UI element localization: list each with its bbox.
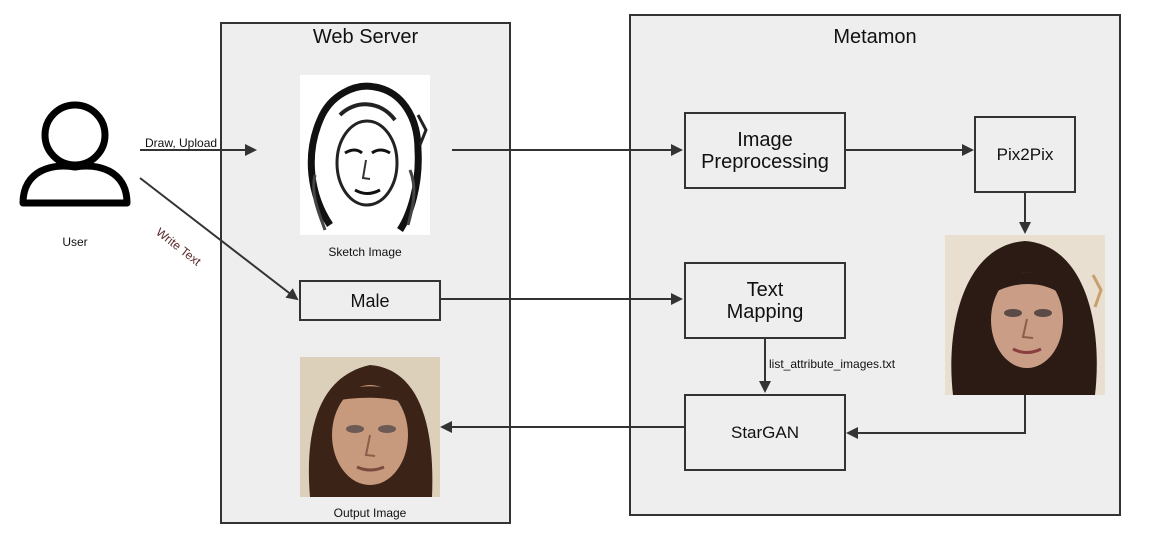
pix2pix-label: Pix2Pix — [996, 144, 1054, 164]
output-image-caption: Output Image — [333, 506, 407, 520]
metamon-title: Metamon — [833, 26, 917, 48]
web-server-title: Web Server — [312, 26, 419, 48]
pix2pix-box: Pix2Pix — [974, 116, 1076, 193]
image-preprocessing-box: Image Preprocessing — [684, 112, 846, 189]
user-icon — [19, 101, 131, 207]
user-label: User — [62, 235, 88, 249]
stargan-label: StarGAN — [730, 422, 800, 442]
edge-user-to-text — [139, 177, 299, 301]
text-input-male[interactable]: Male — [299, 280, 441, 321]
sketch-image — [300, 75, 430, 235]
stargan-box: StarGAN — [684, 394, 846, 471]
edge-label-list-file: list_attribute_images.txt — [769, 357, 896, 371]
text-mapping-label: Text Mapping — [726, 278, 804, 323]
edge-image-to-stargan — [846, 395, 1026, 439]
edge-label-draw-upload: Draw, Upload — [145, 136, 218, 150]
pix2pix-output-image — [945, 235, 1105, 395]
text-mapping-box: Text Mapping — [684, 262, 846, 339]
image-preprocessing-label: Image Preprocessing — [701, 128, 829, 173]
output-image — [300, 357, 440, 497]
sketch-image-caption: Sketch Image — [328, 245, 402, 259]
